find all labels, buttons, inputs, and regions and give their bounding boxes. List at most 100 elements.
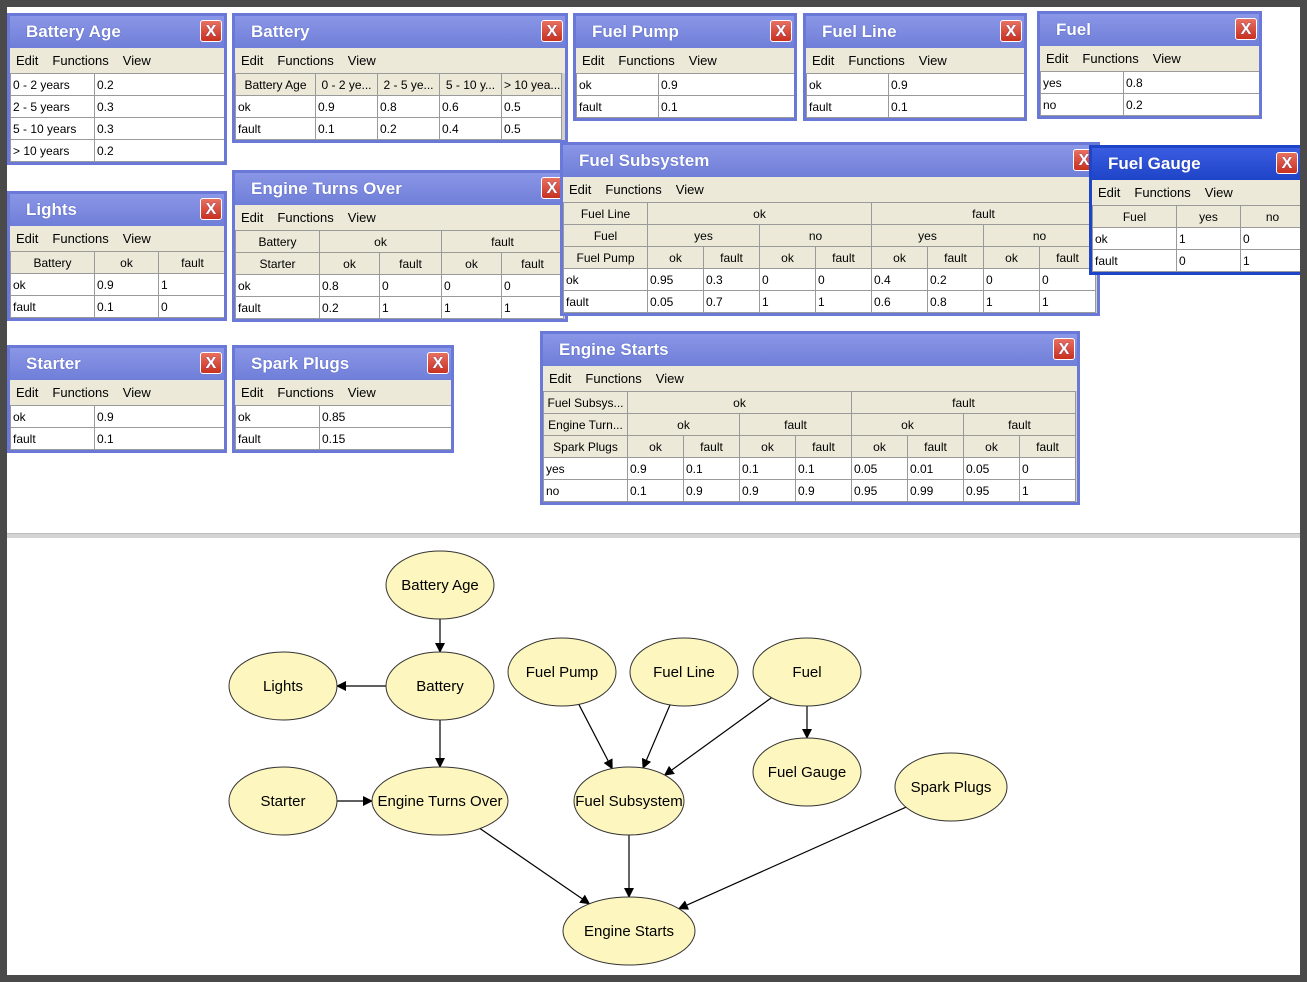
probability-cell[interactable]: 0.2 bbox=[927, 268, 984, 291]
probability-cell[interactable]: 1 bbox=[815, 290, 872, 313]
node-shape[interactable] bbox=[573, 766, 685, 836]
probability-cell[interactable]: 0.9 bbox=[739, 479, 796, 502]
menu-view[interactable]: View bbox=[347, 385, 376, 400]
node-fuel-pump[interactable]: Fuel Pump bbox=[507, 637, 617, 707]
probability-cell[interactable]: 0.1 bbox=[888, 95, 1024, 118]
node-shape[interactable] bbox=[228, 766, 338, 836]
probability-cell[interactable]: 0 bbox=[1240, 227, 1300, 250]
node-battery[interactable]: Battery bbox=[385, 651, 495, 721]
splitter[interactable] bbox=[7, 533, 1300, 538]
close-button[interactable]: X bbox=[200, 20, 222, 42]
probability-cell[interactable]: 0.1 bbox=[627, 479, 684, 502]
menu-functions[interactable]: Functions bbox=[1082, 51, 1139, 66]
node-shape[interactable] bbox=[385, 651, 495, 721]
menu-view[interactable]: View bbox=[347, 53, 376, 68]
probability-cell[interactable]: 1 bbox=[379, 296, 442, 319]
probability-cell[interactable]: 0.9 bbox=[888, 73, 1024, 96]
node-shape[interactable] bbox=[228, 651, 338, 721]
menu-view[interactable]: View bbox=[1204, 185, 1233, 200]
menu-edit[interactable]: Edit bbox=[582, 53, 605, 68]
probability-cell[interactable]: 0 bbox=[983, 268, 1040, 291]
probability-cell[interactable]: 0.1 bbox=[94, 427, 224, 450]
close-button[interactable]: X bbox=[541, 20, 563, 42]
menu-edit[interactable]: Edit bbox=[812, 53, 835, 68]
probability-cell[interactable]: 0.01 bbox=[907, 457, 964, 480]
close-button[interactable]: X bbox=[1276, 152, 1298, 174]
menu-functions[interactable]: Functions bbox=[52, 53, 109, 68]
node-starter[interactable]: Starter bbox=[228, 766, 338, 836]
menu-view[interactable]: View bbox=[347, 210, 376, 225]
menu-view[interactable]: View bbox=[122, 231, 151, 246]
menu-view[interactable]: View bbox=[675, 182, 704, 197]
close-button[interactable]: X bbox=[200, 198, 222, 220]
probability-cell[interactable]: 0.8 bbox=[927, 290, 984, 313]
node-shape[interactable] bbox=[507, 637, 617, 707]
menu-functions[interactable]: Functions bbox=[277, 210, 334, 225]
probability-cell[interactable]: 0.2 bbox=[377, 117, 440, 140]
menu-view[interactable]: View bbox=[122, 385, 151, 400]
menu-edit[interactable]: Edit bbox=[1098, 185, 1121, 200]
probability-cell[interactable]: 1 bbox=[1039, 290, 1096, 313]
probability-cell[interactable]: 0.1 bbox=[658, 95, 794, 118]
probability-cell[interactable]: 1 bbox=[158, 273, 224, 296]
probability-cell[interactable]: 0.95 bbox=[647, 268, 704, 291]
probability-cell[interactable]: 0.3 bbox=[94, 95, 224, 118]
probability-cell[interactable]: 0 bbox=[1019, 457, 1076, 480]
probability-cell[interactable]: 1 bbox=[1176, 227, 1241, 250]
probability-cell[interactable]: 0.8 bbox=[319, 274, 380, 297]
node-shape[interactable] bbox=[752, 637, 862, 707]
probability-cell[interactable]: 0.85 bbox=[319, 405, 451, 428]
probability-cell[interactable]: 0.4 bbox=[439, 117, 502, 140]
close-button[interactable]: X bbox=[1053, 338, 1075, 360]
probability-cell[interactable]: 0.05 bbox=[647, 290, 704, 313]
menu-functions[interactable]: Functions bbox=[848, 53, 905, 68]
menu-functions[interactable]: Functions bbox=[52, 231, 109, 246]
probability-cell[interactable]: 0.2 bbox=[319, 296, 380, 319]
menu-view[interactable]: View bbox=[122, 53, 151, 68]
menu-functions[interactable]: Functions bbox=[585, 371, 642, 386]
node-shape[interactable] bbox=[752, 737, 862, 807]
menu-edit[interactable]: Edit bbox=[569, 182, 592, 197]
probability-cell[interactable]: 1 bbox=[1240, 249, 1300, 272]
probability-cell[interactable]: 0.3 bbox=[703, 268, 760, 291]
probability-cell[interactable]: 0 bbox=[501, 274, 564, 297]
menu-edit[interactable]: Edit bbox=[16, 231, 39, 246]
probability-cell[interactable]: 0.1 bbox=[315, 117, 378, 140]
close-button[interactable]: X bbox=[1000, 20, 1022, 42]
menu-edit[interactable]: Edit bbox=[16, 385, 39, 400]
probability-cell[interactable]: 0.05 bbox=[963, 457, 1020, 480]
probability-cell[interactable]: 0.9 bbox=[683, 479, 740, 502]
probability-cell[interactable]: 0.1 bbox=[94, 295, 159, 318]
probability-cell[interactable]: 0 bbox=[441, 274, 502, 297]
probability-cell[interactable]: 0.05 bbox=[851, 457, 908, 480]
probability-cell[interactable]: 0.9 bbox=[795, 479, 852, 502]
probability-cell[interactable]: 0.9 bbox=[658, 73, 794, 96]
menu-edit[interactable]: Edit bbox=[1046, 51, 1069, 66]
menu-view[interactable]: View bbox=[655, 371, 684, 386]
node-shape[interactable] bbox=[629, 637, 739, 707]
menu-functions[interactable]: Functions bbox=[277, 53, 334, 68]
menu-view[interactable]: View bbox=[688, 53, 717, 68]
close-button[interactable]: X bbox=[200, 352, 222, 374]
probability-cell[interactable]: 1 bbox=[1019, 479, 1076, 502]
probability-cell[interactable]: 0.8 bbox=[377, 95, 440, 118]
probability-cell[interactable]: 0.7 bbox=[703, 290, 760, 313]
probability-cell[interactable]: 0.1 bbox=[795, 457, 852, 480]
